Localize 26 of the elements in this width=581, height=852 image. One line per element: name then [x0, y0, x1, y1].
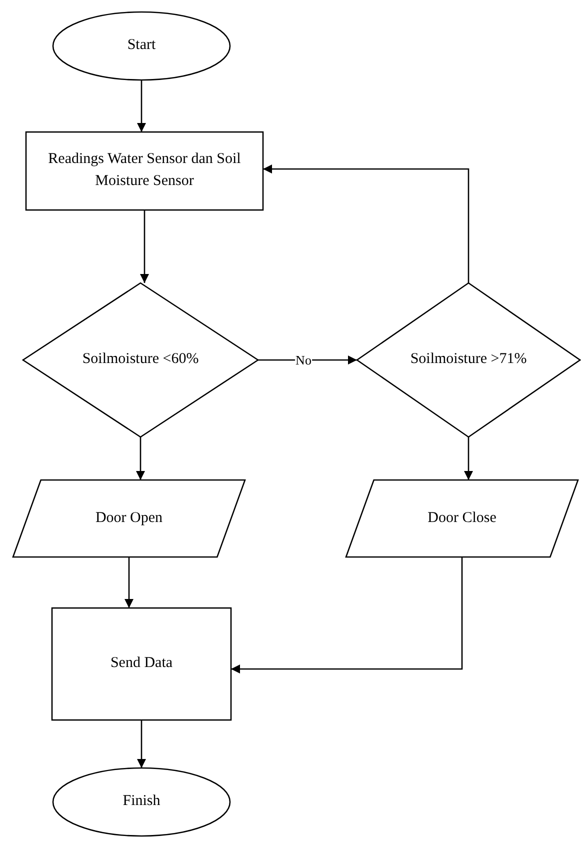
terminator-ellipse [53, 768, 230, 836]
arrow [263, 164, 470, 283]
node-text: Start [126, 36, 157, 56]
arrow [136, 437, 145, 480]
node-text: Door Open [94, 508, 164, 528]
arrow [464, 437, 473, 480]
node-text: Send Data [109, 654, 174, 674]
arrow [137, 80, 146, 132]
arrow [258, 356, 357, 364]
node-text: Soilmoisture <60% [81, 350, 200, 370]
arrow [140, 210, 149, 283]
decision-diamond [23, 283, 258, 437]
arrow [124, 557, 134, 608]
node-text: Readings Water Sensor dan Soil Moisture Sensor [47, 150, 242, 191]
arrow [137, 720, 146, 768]
node-text: Door Close [426, 508, 498, 528]
process-box [26, 132, 263, 210]
arrow [231, 557, 463, 674]
terminator-ellipse [53, 12, 230, 80]
process-box [52, 608, 231, 720]
data-parallelogram [346, 480, 578, 557]
node-text: Finish [122, 792, 162, 812]
data-parallelogram [13, 480, 245, 557]
edge-label: No [294, 354, 312, 366]
node-text: Soilmoisture >71% [409, 350, 528, 370]
decision-diamond [357, 283, 580, 437]
